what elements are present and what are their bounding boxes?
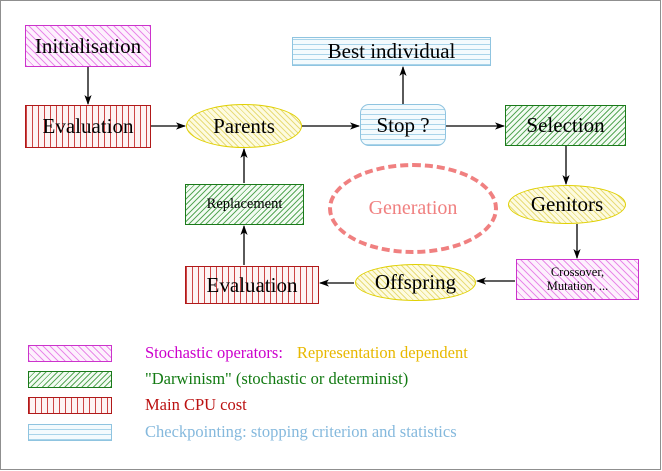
legend-swatch-magenta-diagonal-hatch <box>28 344 112 362</box>
legend-label-stochastic-operators: Stochastic operators: Representation depe… <box>145 343 468 363</box>
node-evaluation-bottom[interactable]: Evaluation <box>185 266 319 304</box>
legend-label-checkpointing: Checkpointing: stopping criterion and st… <box>145 422 457 441</box>
node-parents[interactable]: Parents <box>186 104 302 148</box>
node-selection-label: Selection <box>526 113 605 138</box>
node-replacement-label: Replacement <box>206 195 283 212</box>
node-best-individual-label: Best individual <box>327 39 456 64</box>
node-generation: Generation <box>328 163 498 254</box>
legend-row-checkpointing: Checkpointing: stopping criterion and st… <box>28 422 457 442</box>
node-crossover-mutation[interactable]: Crossover, Mutation, ... <box>516 259 639 300</box>
node-genitors[interactable]: Genitors <box>508 185 626 224</box>
node-genitors-label: Genitors <box>530 192 604 217</box>
legend: Stochastic operators: Representation depe… <box>0 336 662 456</box>
node-offspring[interactable]: Offspring <box>355 264 476 301</box>
legend-label-main-cpu-cost: Main CPU cost <box>145 395 247 414</box>
legend-swatch-green-diagonal-hatch <box>28 370 112 388</box>
node-replacement[interactable]: Replacement <box>185 184 304 225</box>
node-evaluation-bottom-label: Evaluation <box>206 272 298 297</box>
legend-row-darwinism: "Darwinism" (stochastic or determinist) <box>28 369 408 389</box>
node-initialisation[interactable]: Initialisation <box>25 25 151 67</box>
node-parents-label: Parents <box>213 113 275 138</box>
node-initialisation-label: Initialisation <box>34 33 142 58</box>
node-evaluation-top[interactable]: Evaluation <box>25 105 151 148</box>
node-crossover-label-line1: Crossover, <box>550 265 605 280</box>
node-stop-label: Stop ? <box>376 112 430 137</box>
legend-label-stochastic-operators-part2: Representation dependent <box>296 343 468 362</box>
legend-row-stochastic-operators: Stochastic operators: Representation depe… <box>28 343 468 363</box>
node-stop[interactable]: Stop ? <box>360 104 446 146</box>
legend-row-main-cpu-cost: Main CPU cost <box>28 395 247 415</box>
node-crossover-label-line2: Mutation, ... <box>546 278 609 293</box>
legend-label-darwinism: "Darwinism" (stochastic or determinist) <box>145 369 409 388</box>
legend-swatch-blue-horizontal-hatch <box>28 423 112 441</box>
node-selection[interactable]: Selection <box>505 105 626 146</box>
node-evaluation-top-label: Evaluation <box>42 114 134 139</box>
node-offspring-label: Offspring <box>374 270 457 295</box>
legend-label-stochastic-operators-part1: Stochastic operators: <box>145 343 283 362</box>
legend-swatch-red-vertical-hatch <box>28 396 112 414</box>
node-generation-label: Generation <box>368 197 458 219</box>
node-best-individual[interactable]: Best individual <box>292 37 491 66</box>
